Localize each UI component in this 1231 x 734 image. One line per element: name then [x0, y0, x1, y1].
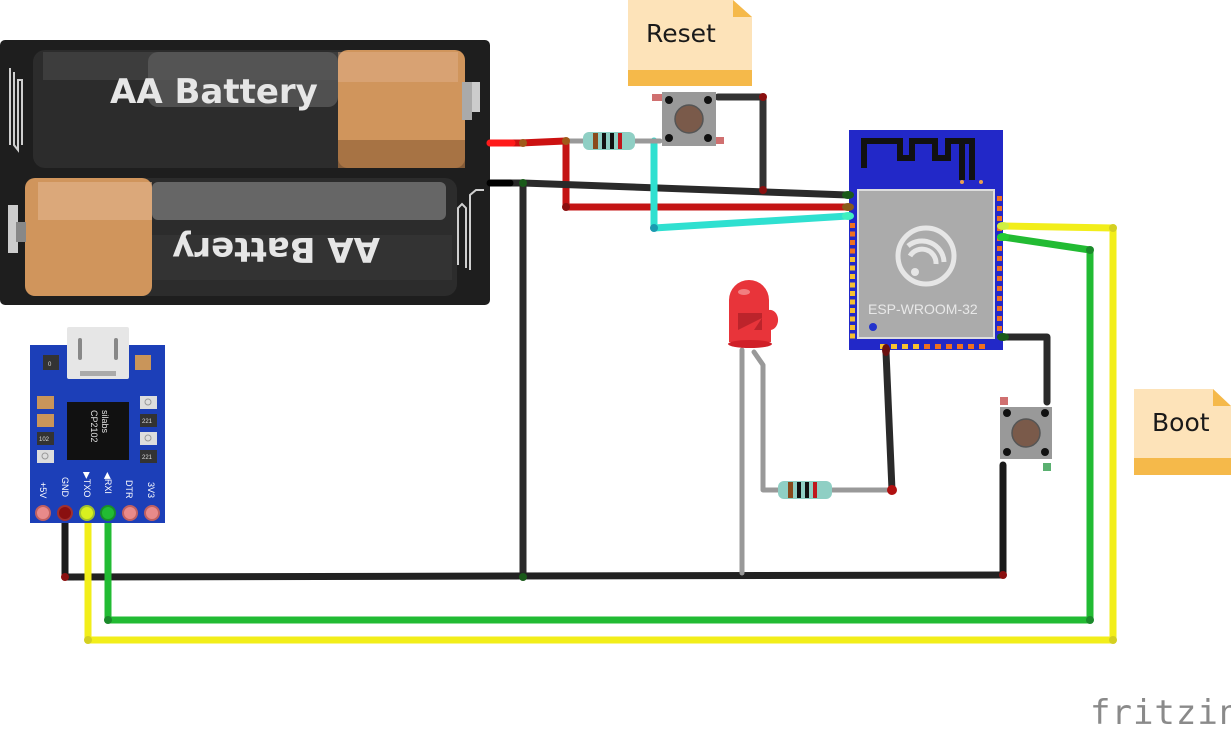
- esp32-pin: [979, 344, 985, 349]
- pin-label-gnd: GND: [60, 477, 70, 498]
- esp32-pin: [997, 256, 1002, 261]
- led[interactable]: [728, 280, 779, 348]
- esp32-pin: [997, 216, 1002, 221]
- esp32-pin: [997, 326, 1002, 331]
- wire-esp-to-boot[interactable]: [999, 333, 1051, 406]
- boot-button[interactable]: [1000, 397, 1052, 471]
- esp32-pin: [850, 325, 855, 330]
- usb-serial-pins: [35, 505, 160, 521]
- esp32-pin: [850, 223, 855, 228]
- esp32-pin: [850, 282, 855, 288]
- esp32-pin: [850, 299, 855, 305]
- esp32-pin: [946, 344, 952, 349]
- esp32-pin: [997, 206, 1002, 211]
- esp32-pin: [850, 265, 855, 271]
- esp32-pin: [850, 333, 855, 339]
- esp32-pin: [902, 344, 908, 349]
- wire-reset-btn-to-gnd[interactable]: [714, 93, 767, 194]
- pin-label-5v: +5V: [38, 482, 48, 498]
- esp32-pin: [850, 257, 855, 262]
- pin-label-txo: ▶TXO: [82, 472, 92, 497]
- resistor-band: [602, 133, 606, 149]
- pin-label-dtr: DTR: [124, 480, 134, 499]
- esp32-module[interactable]: ESP-WROOM-32: [842, 130, 1009, 356]
- note-reset-text: Reset: [646, 19, 716, 48]
- esp32-pin: [997, 296, 1002, 301]
- resistor-band: [813, 482, 817, 498]
- pin-label-3v3: 3V3: [146, 482, 156, 498]
- espressif-logo: [895, 225, 957, 287]
- battery-label-bottom: AA Battery: [172, 229, 380, 269]
- esp32-label: ESP-WROOM-32: [868, 301, 978, 317]
- esp32-pin: [850, 308, 855, 313]
- battery-cell-bottom: AA Battery: [8, 178, 457, 296]
- wires: [61, 93, 1117, 644]
- wire-batt-minus-to-esp[interactable]: [486, 179, 852, 199]
- esp32-pin: [935, 344, 941, 349]
- battery-spring-right: [457, 189, 484, 270]
- resistor-band: [805, 482, 809, 498]
- resistor-led[interactable]: [778, 481, 832, 499]
- reset-button[interactable]: [652, 92, 724, 146]
- resistor-band: [797, 482, 801, 498]
- smd-label: 221: [142, 455, 153, 461]
- wire-batt-plus-to-esp[interactable]: [562, 137, 852, 211]
- esp32-pin: [850, 291, 855, 296]
- resistor-band: [610, 133, 614, 149]
- resistor-band: [593, 133, 598, 149]
- battery-spring-left: [9, 68, 23, 153]
- note-boot-text: Boot: [1152, 408, 1210, 437]
- usb-serial-adapter[interactable]: 0 102 221 221 silabs CP2102 +5V GND ▶TXO…: [30, 327, 165, 523]
- battery-cell-top: AA Battery: [33, 50, 480, 168]
- wire-joints: [61, 93, 1117, 644]
- esp32-pin: [957, 344, 963, 349]
- wire-ground-bus[interactable]: [61, 571, 1007, 581]
- smd-label: 221: [142, 419, 153, 425]
- esp32-pin: [850, 240, 855, 245]
- fritzing-logo: fritzing: [1090, 693, 1231, 733]
- esp32-pin: [850, 248, 855, 254]
- esp32-pin: [997, 246, 1002, 251]
- esp32-pin: [850, 316, 855, 322]
- esp32-pin: [891, 344, 897, 349]
- esp32-pin: [850, 274, 855, 279]
- esp32-pin: [997, 266, 1002, 271]
- note-boot[interactable]: Boot: [1134, 389, 1231, 475]
- chip-label-model: CP2102: [89, 410, 99, 443]
- battery-holder[interactable]: AA Battery AA Battery: [0, 40, 490, 305]
- cp2102-chip: [67, 402, 129, 460]
- chip-label-brand: silabs: [100, 410, 110, 434]
- battery-label-top: AA Battery: [110, 72, 318, 112]
- resistor-band: [788, 482, 793, 498]
- esp32-pins: [850, 196, 1002, 349]
- pin-label-rxi: ◀RXI: [103, 472, 113, 494]
- esp32-pin: [997, 316, 1002, 321]
- wire-esp-to-led-resistor[interactable]: [882, 348, 896, 494]
- wire-reset-to-esp-en[interactable]: [650, 137, 852, 232]
- esp32-pin: [997, 276, 1002, 281]
- esp32-pin: [924, 344, 930, 349]
- antenna-trace: [861, 138, 975, 180]
- note-reset[interactable]: Reset: [628, 0, 752, 86]
- smd-label: 0: [48, 362, 52, 368]
- resistor-band: [618, 133, 622, 149]
- resistor-reset[interactable]: [583, 132, 635, 150]
- esp32-pin: [997, 306, 1002, 311]
- esp32-pin: [913, 344, 919, 349]
- micro-usb-connector: [67, 327, 129, 379]
- smd-label: 102: [39, 437, 50, 443]
- esp32-pin: [997, 196, 1002, 201]
- esp32-pin: [997, 286, 1002, 291]
- led-lead-anode: [751, 349, 783, 493]
- esp32-pin: [850, 231, 855, 237]
- esp32-pin: [968, 344, 974, 349]
